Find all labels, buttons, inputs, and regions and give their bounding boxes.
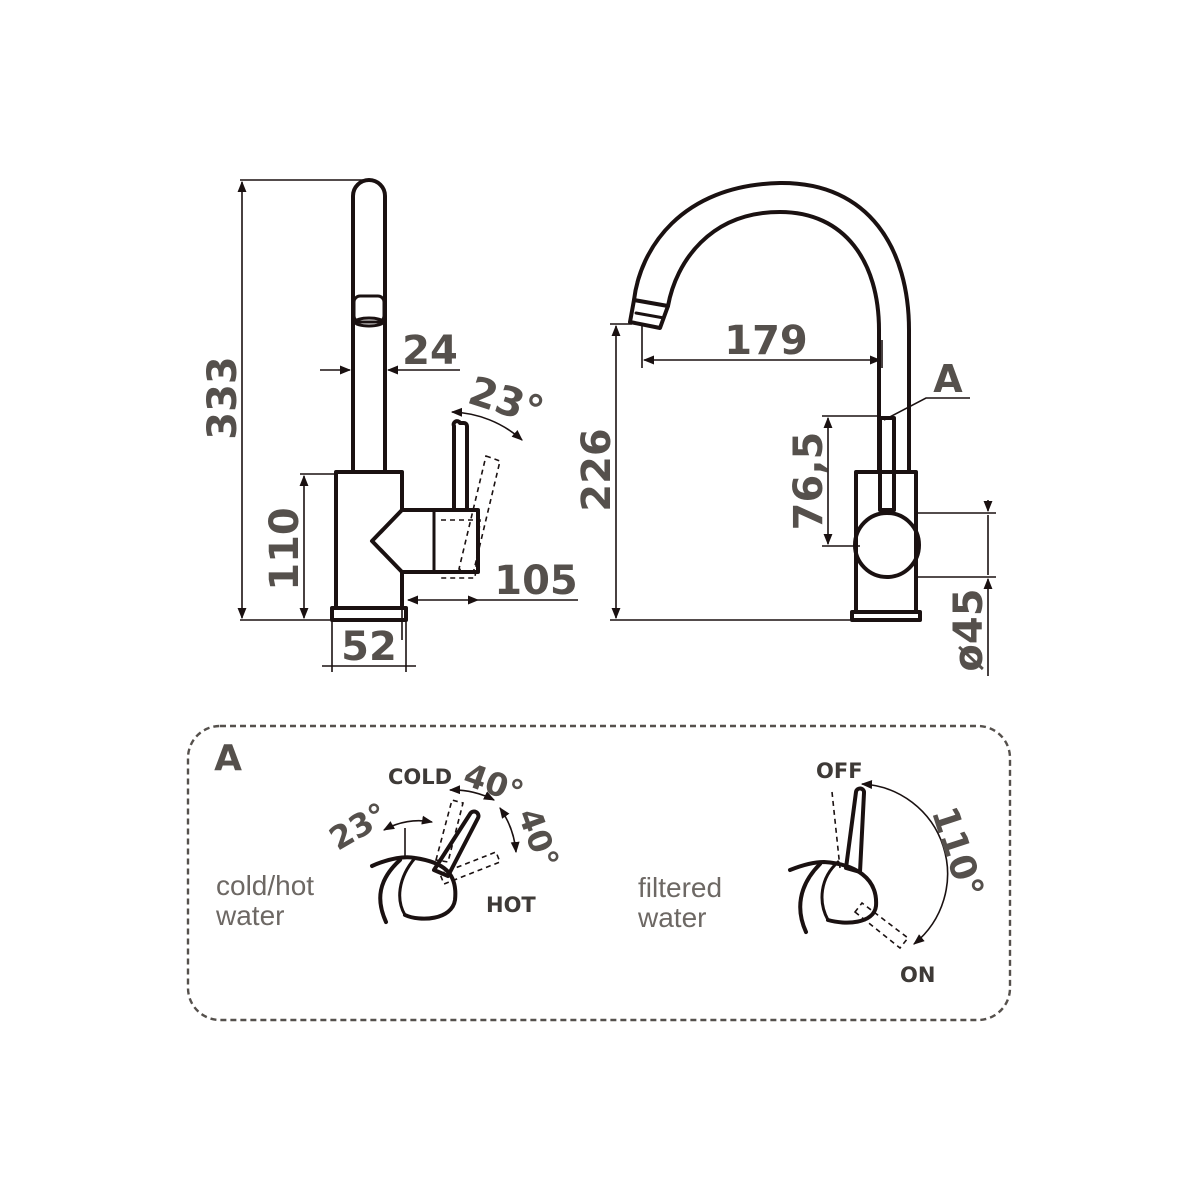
dim-23-label: 23° [463, 368, 549, 435]
front-spout-tip-ring [634, 311, 666, 320]
mixer-caption-line2: water [215, 900, 284, 931]
filter-lever-off-ghost [831, 791, 841, 869]
front-spout-inner [666, 210, 881, 472]
filter-off-label: OFF [816, 759, 863, 783]
callout-a-label: A [933, 357, 963, 401]
detail-a-panel: A cold/hot water 23° 40° 40° COLD HOT [186, 724, 1012, 1022]
detail-a-frame [186, 724, 1012, 1022]
front-base [850, 610, 922, 622]
front-body [854, 470, 918, 614]
mixer-hot-label: HOT [486, 893, 536, 917]
filter-caption-line2: water [637, 902, 706, 933]
side-base [330, 606, 408, 622]
side-hub-tilted [441, 519, 481, 579]
side-aerator [352, 294, 386, 324]
filter-hub [820, 860, 840, 922]
front-view: 179 226 76,5 ø45 A [574, 180, 996, 676]
mixer-body [370, 855, 458, 921]
dim-105-label: 105 [494, 558, 578, 604]
mixer-caption-line1: cold/hot [216, 870, 314, 901]
mixer-angle-23: 23° [323, 795, 394, 858]
filter-caption-line1: filtered [638, 872, 722, 903]
dim-24-label: 24 [402, 328, 458, 374]
side-view: 333 110 24 23° 105 52 [200, 178, 578, 672]
side-body [334, 470, 404, 610]
dim-23-arc [450, 407, 523, 441]
filter-lever [844, 786, 866, 874]
mixer-angle-cold: 40° [459, 755, 529, 811]
dim-179-label: 179 [724, 318, 808, 364]
filter-on-label: ON [900, 963, 935, 987]
mixer-body-rear [378, 858, 402, 924]
front-spout-tip [628, 298, 670, 330]
dim-110-label: 110 [262, 507, 308, 591]
filter-lever-on [853, 901, 910, 950]
mixer-hub [398, 856, 417, 917]
filter-body-rear [798, 862, 822, 934]
detail-a-title: A [214, 738, 242, 779]
mixer-arc-23 [383, 815, 434, 831]
front-lever [878, 416, 896, 512]
callout-a-leader [883, 397, 970, 421]
side-lever [451, 419, 469, 512]
dim-226-label: 226 [574, 428, 620, 512]
front-spout-outer [632, 180, 911, 472]
detail-filter: filtered water 110° OFF ON [637, 759, 991, 987]
detail-mixer: cold/hot water 23° 40° 40° COLD HOT [215, 755, 567, 931]
dim-765-label: 76,5 [786, 432, 832, 531]
dim-333-label: 333 [200, 356, 246, 440]
side-aerator-outlet [353, 316, 385, 328]
mixer-lever [432, 809, 481, 878]
mixer-cold-label: COLD [388, 765, 452, 789]
mixer-arc-hot [499, 807, 520, 854]
filter-arc-110 [860, 780, 949, 945]
mixer-arc-cold [448, 785, 495, 801]
dim-45-label: ø45 [946, 588, 992, 671]
dim-52-label: 52 [341, 624, 397, 670]
side-lever-tilted [458, 454, 501, 576]
mixer-angle-hot: 40° [510, 803, 566, 873]
front-handle-knob [853, 511, 921, 579]
side-lever-hub [400, 508, 480, 574]
mixer-lever-cold [435, 799, 464, 863]
filter-angle-110: 110° [923, 802, 991, 903]
mixer-lever-hot [438, 850, 502, 886]
